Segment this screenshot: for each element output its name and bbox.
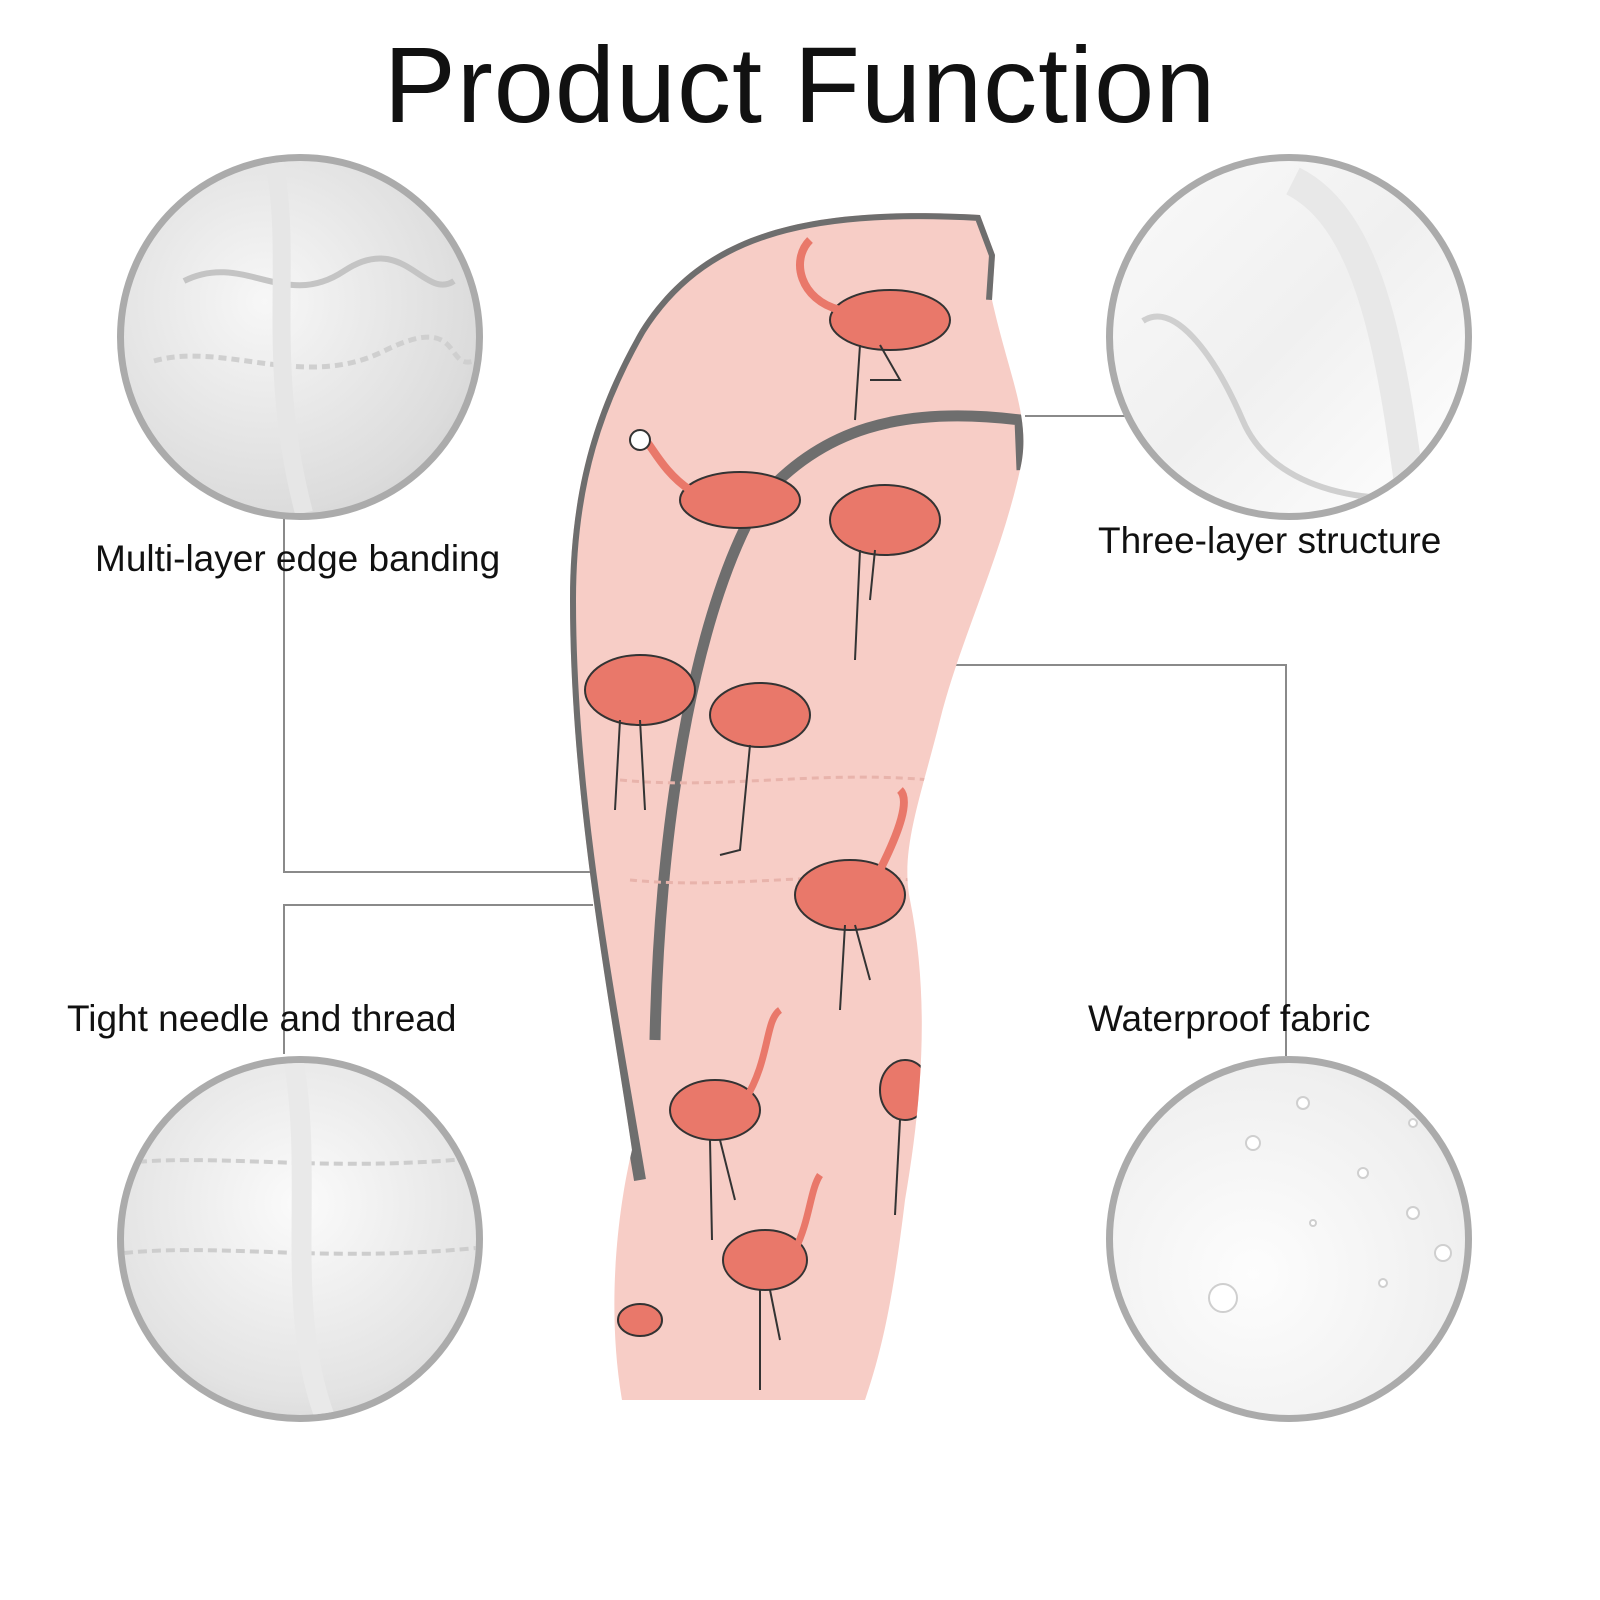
feature-label: Three-layer structure [1098,520,1442,561]
connector-line [283,904,593,906]
stitch-closeup-icon [117,1056,483,1422]
connector-line [1285,664,1287,1056]
connector-line [283,871,593,873]
fabric-fold-closeup-icon [117,154,483,520]
connector-line [1025,415,1125,417]
feature-label: Waterproof fabric [1088,998,1371,1039]
connector-line [283,904,285,1054]
connector-line [900,664,1287,666]
page-title: Product Function [383,24,1217,145]
water-droplet-closeup-icon [1106,1056,1472,1422]
feature-label: Tight needle and thread [67,998,457,1039]
feature-label: Multi-layer edge banding [95,538,501,579]
connector-line [283,515,285,873]
